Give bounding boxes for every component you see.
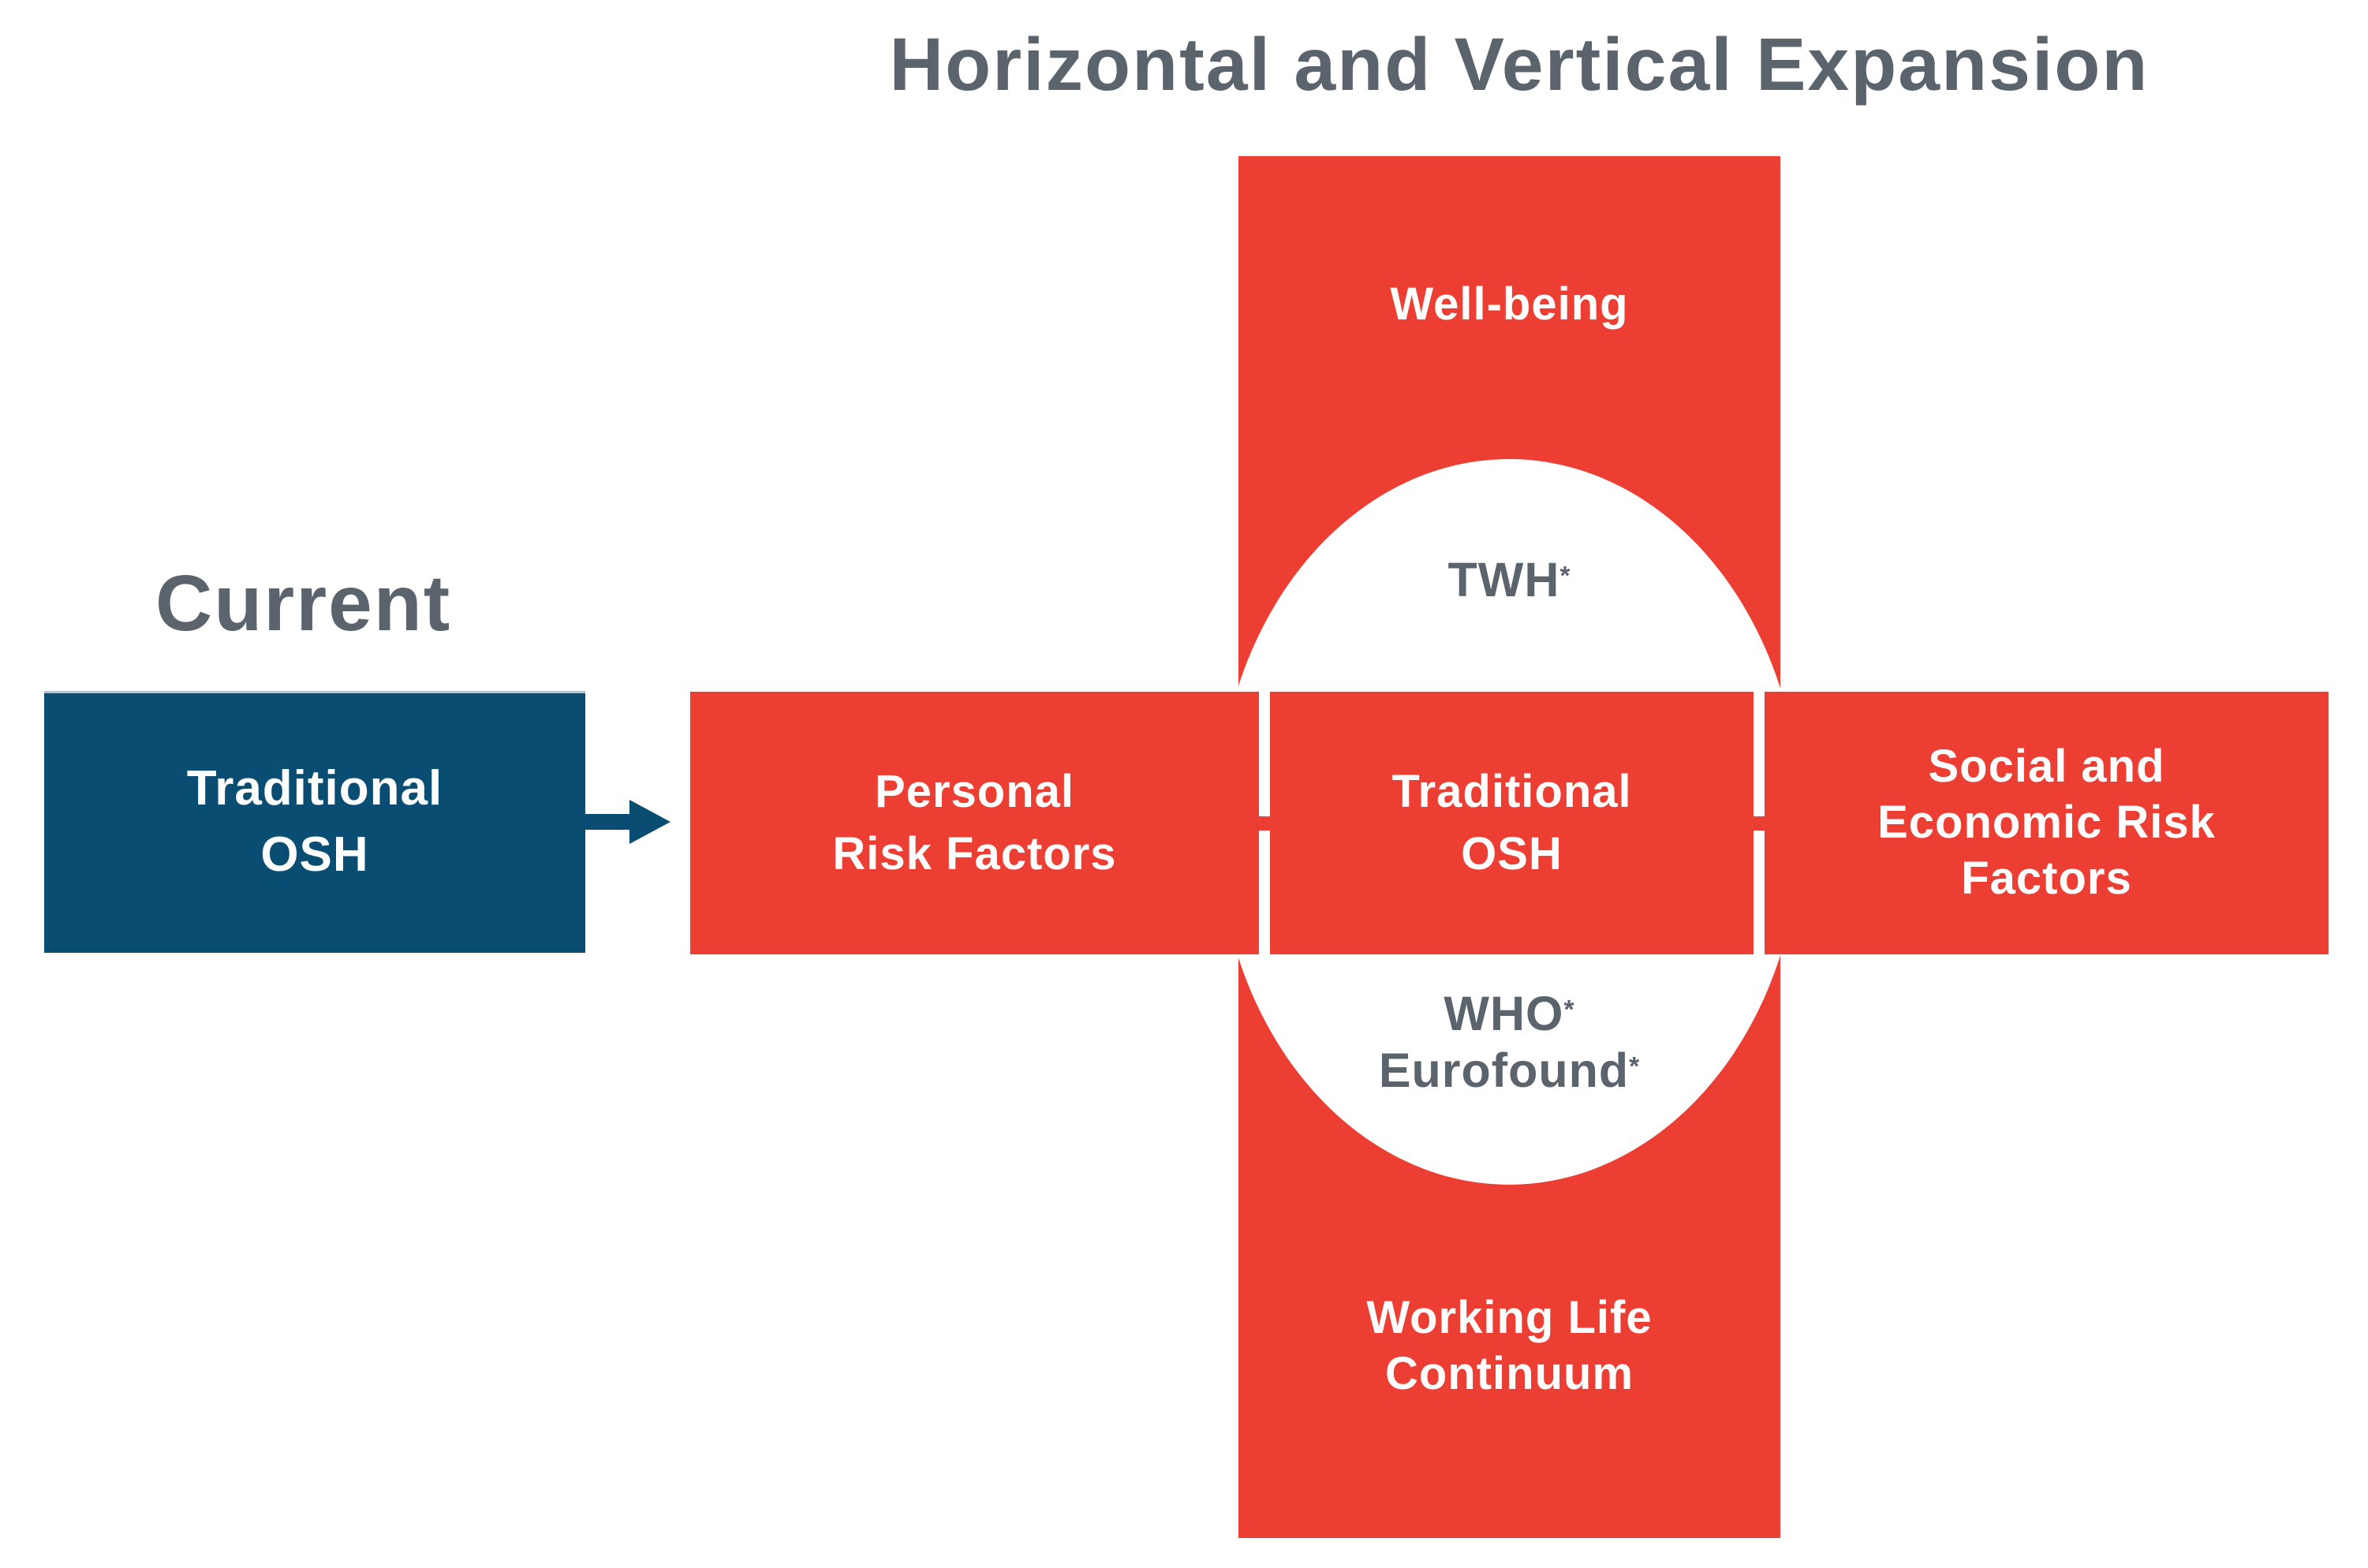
twh-asterisk: *: [1559, 561, 1571, 591]
who-text: WHO*: [1444, 987, 1575, 1041]
social-economic-line1: Social and: [1928, 741, 2165, 793]
social-economic-line2: Economic Risk: [1877, 797, 2216, 849]
center-osh-line2: OSH: [1461, 827, 1563, 879]
page-title: Horizontal and Vertical Expansion: [889, 23, 2150, 106]
twh-label: TWH*: [1238, 552, 1780, 607]
eurofound-asterisk: *: [1629, 1051, 1641, 1081]
personal-risk-line2: Risk Factors: [832, 827, 1117, 879]
center-osh-line1: Traditional: [1391, 766, 1632, 818]
working-life-continuum-label: Working Life Continuum: [1238, 1288, 1780, 1405]
traditional-osh-box-line1: Traditional: [186, 761, 443, 816]
twh-text: TWH*: [1447, 553, 1571, 607]
horizontal-red-bar: [690, 692, 2329, 954]
eurofound-text: Eurofound*: [1378, 1043, 1641, 1097]
segment-divider-left-top: [1259, 692, 1270, 816]
social-economic-line3: Factors: [1961, 852, 2132, 904]
traditional-osh-box: [44, 691, 585, 953]
working-life-line2: Continuum: [1384, 1348, 1634, 1399]
segment-divider-right-top: [1754, 692, 1765, 816]
right-arrow-shaft: [585, 814, 631, 830]
segment-traditional-osh: Traditional OSH: [1270, 692, 1754, 954]
personal-risk-line1: Personal: [875, 766, 1074, 818]
working-life-line1: Working Life: [1366, 1292, 1653, 1344]
segment-divider-right-bottom: [1754, 831, 1765, 954]
traditional-osh-box-label: Traditional OSH: [44, 691, 585, 953]
segment-social-economic-risk-factors: Social and Economic Risk Factors: [1765, 692, 2329, 954]
who-asterisk: *: [1563, 995, 1575, 1025]
segment-personal-risk-factors: Personal Risk Factors: [690, 692, 1259, 954]
right-arrow-icon: [629, 800, 670, 844]
well-being-label: Well-being: [1238, 276, 1780, 331]
traditional-osh-box-line2: OSH: [260, 827, 369, 882]
current-heading: Current: [155, 559, 452, 648]
who-eurofound-label: WHO* Eurofound*: [1238, 987, 1780, 1098]
segment-divider-left-bottom: [1259, 831, 1270, 954]
well-being-text: Well-being: [1390, 278, 1629, 330]
